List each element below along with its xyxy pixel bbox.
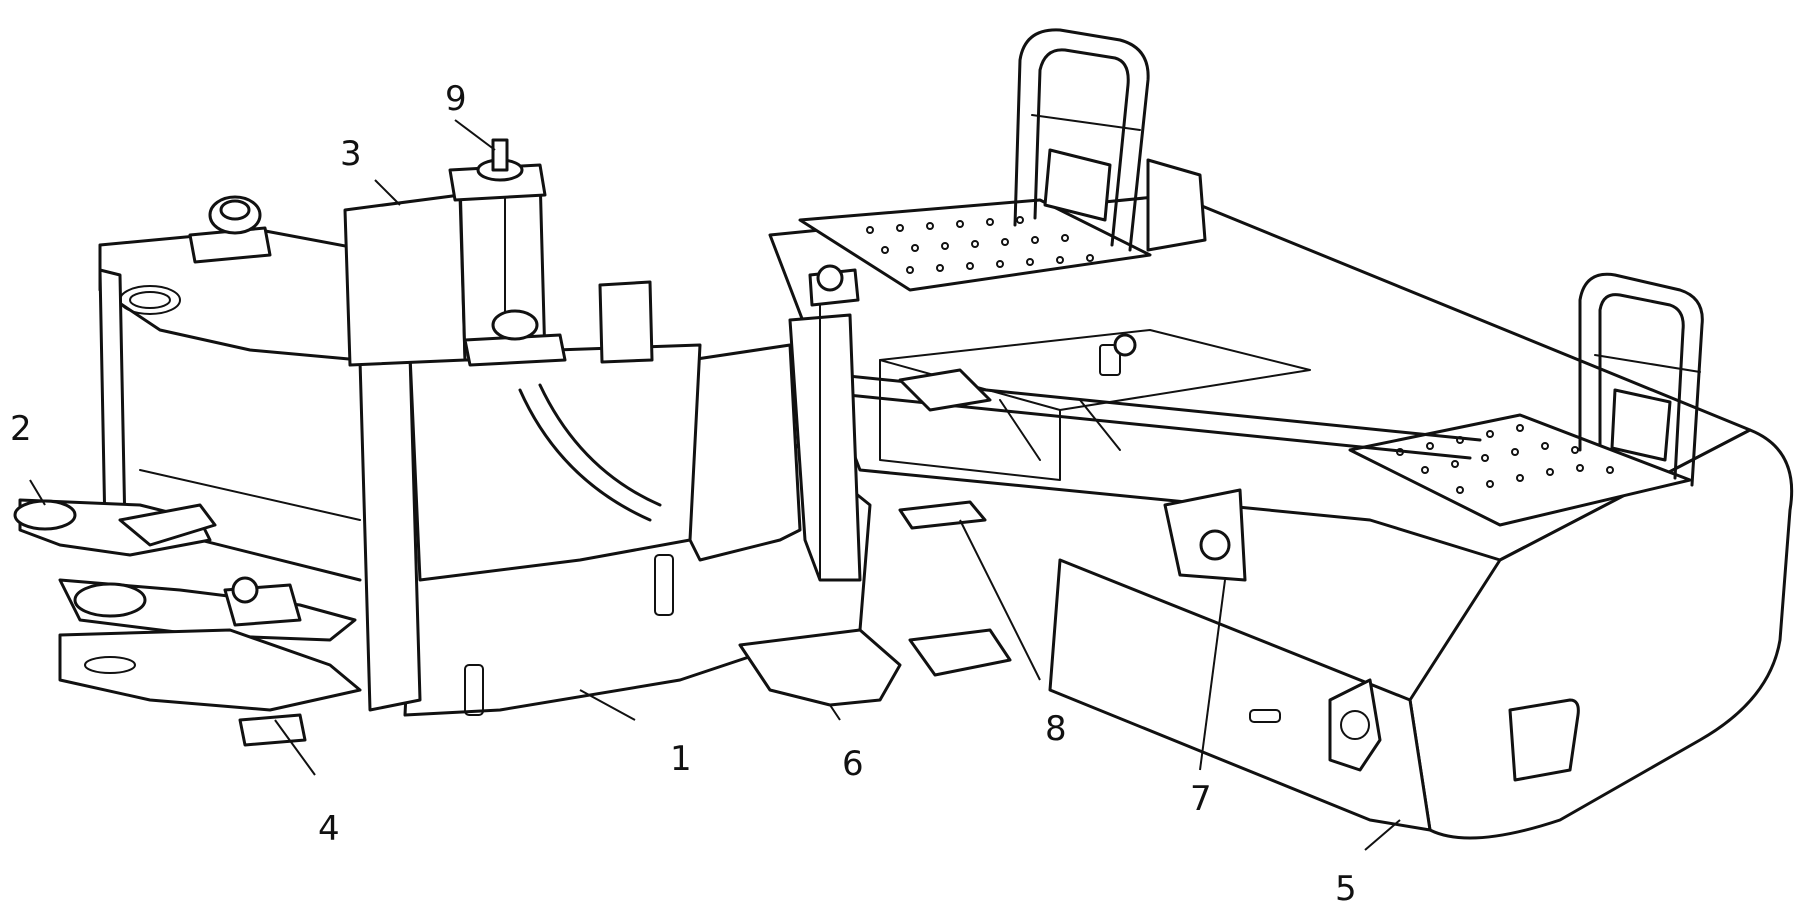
leader-lines — [29, 119, 1401, 851]
hinge-arms — [13, 498, 362, 747]
center-upright-plate — [688, 264, 862, 582]
callout-2: 2 — [10, 409, 32, 449]
callout-1: 1 — [670, 739, 692, 779]
handrail-rear-upper — [1013, 28, 1207, 252]
handrail-rear-lower — [1578, 272, 1704, 487]
callout-3: 3 — [340, 134, 362, 174]
callout-6: 6 — [842, 744, 864, 784]
callout-labels: 1 2 3 4 5 6 7 8 9 — [10, 79, 1357, 909]
callout-7: 7 — [1190, 779, 1212, 819]
callout-8: 8 — [1045, 709, 1067, 749]
rear-deck-plate-upper — [798, 198, 1152, 292]
callout-9: 9 — [445, 79, 467, 119]
rear-frame — [768, 193, 1794, 840]
callout-4: 4 — [318, 809, 340, 849]
callout-5: 5 — [1335, 869, 1357, 909]
